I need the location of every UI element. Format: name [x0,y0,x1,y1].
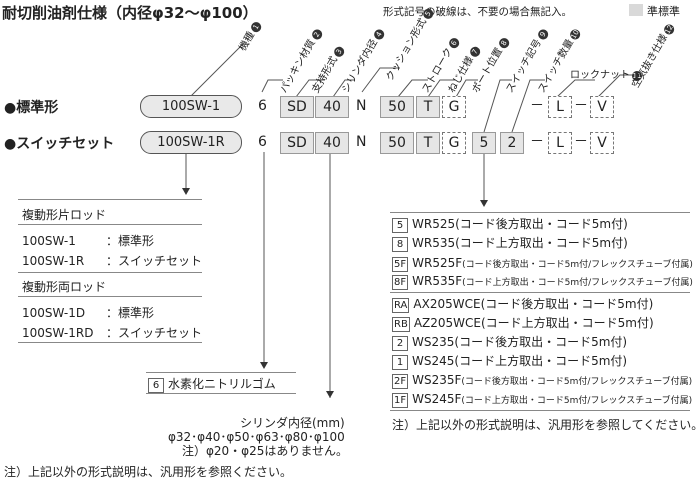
code-switch-qty: 2 [500,132,524,154]
legend-swatch [629,4,643,16]
group1-title: 複動形片ロッド [22,208,107,222]
model-pill-standard: 100SW-1 [140,95,242,118]
footer-note: 注）上記以外の形式説明は、汎用形を参照ください。 [4,465,293,479]
code-port: G [442,96,466,118]
divider [18,272,202,273]
bore-title: シリンダ内径(mm) [240,416,345,430]
divider [146,393,296,394]
divider [18,296,202,297]
code-stroke: 50 [380,96,414,118]
list-item: 100SW-1R：スイッチセット [22,254,203,268]
model-pill-switchset: 100SW-1R [140,131,242,154]
code-port: G [442,132,466,154]
bore-note: 注）φ20・φ25はありません。 [182,444,349,458]
code-support: SD [280,132,314,154]
code-thread: T [416,96,440,118]
dash: － [574,134,588,150]
bore-values: φ32･φ40･φ50･φ63･φ80･φ100 [168,430,345,444]
code-switch: 5 [472,132,496,154]
list-item: 100SW-1RD：スイッチセット [22,326,203,340]
group2-title: 複動形両ロッド [22,280,107,294]
code-bore: 40 [315,132,349,154]
code-air-vent: V [590,132,614,154]
dash: － [530,134,544,150]
legend-label: 準標準 [647,5,680,18]
divider [390,212,690,213]
dash: － [530,98,544,114]
divider [390,292,690,293]
code-packing: 6 [258,134,267,150]
code-stroke: 50 [380,132,414,154]
code-locknut: L [548,132,572,154]
list-item: 100SW-1：標準形 [22,234,155,248]
divider [18,199,202,200]
code-packing: 6 [258,98,267,114]
code-locknut: L [548,96,572,118]
dash: － [574,98,588,114]
page-title: 耐切削油剤仕様（内径φ32～φ100） [2,4,258,22]
code-bore: 40 [315,96,349,118]
code-support: SD [280,96,314,118]
code-thread: T [416,132,440,154]
code-air-vent: V [590,96,614,118]
list-item: 100SW-1D：標準形 [22,306,155,320]
row-standard-label: ●標準形 [4,100,59,116]
code-cushion: N [356,134,367,150]
switch-note: 注）上記以外の形式説明は、汎用形を参照してください。 [392,418,700,432]
divider [146,372,296,373]
code-cushion: N [356,98,367,114]
divider [18,224,202,225]
divider [390,410,690,411]
divider [18,342,202,343]
row-switchset-label: ●スイッチセット [4,136,115,152]
